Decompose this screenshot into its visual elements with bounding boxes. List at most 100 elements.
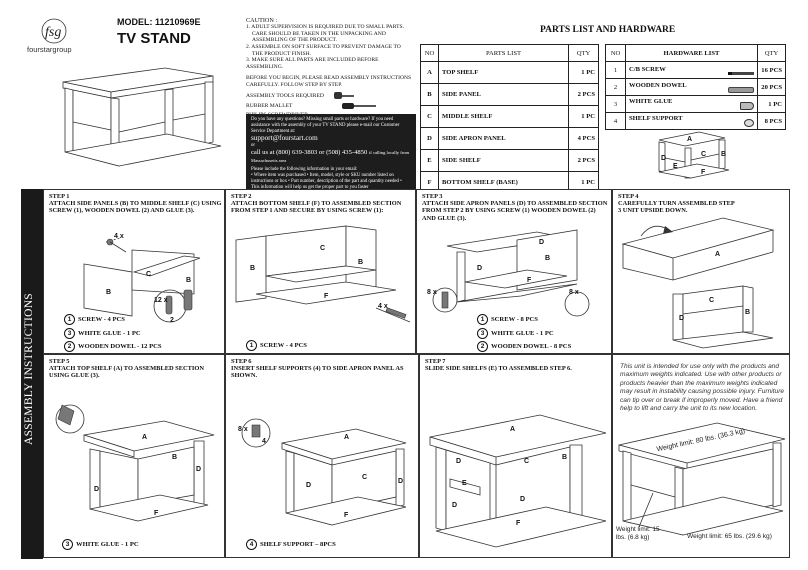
- svg-text:8 x: 8 x: [238, 426, 248, 433]
- hw-cell: WOODEN DOWEL: [625, 78, 758, 96]
- step-text: CAREFULLY TURN ASSEMBLED STEP 3 UNIT UPS…: [618, 200, 735, 215]
- part-qty: 2 PCS: [568, 83, 599, 106]
- step-title: STEP 3: [422, 193, 443, 200]
- svg-text:C: C: [362, 474, 367, 481]
- screw-icon: [728, 71, 754, 75]
- svg-text:D: D: [306, 482, 311, 489]
- legend-text: WOODEN DOWEL - 12 PCS: [78, 343, 162, 350]
- weight-limit-diagram: [618, 422, 786, 536]
- caution-line: 2. ASSEMBLE ON SOFT SURFACE TO PREVENT D…: [246, 43, 401, 50]
- hw-name: C/B SCREW: [629, 65, 666, 73]
- step-title: STEP 2: [231, 193, 252, 200]
- step-title: STEP 6: [231, 358, 252, 365]
- svg-text:8 x: 8 x: [569, 289, 579, 296]
- svg-text:F: F: [527, 277, 532, 284]
- part-qty: 2 PCS: [568, 149, 599, 172]
- svg-text:E: E: [673, 163, 678, 170]
- parts-title: PARTS LIST AND HARDWARE: [540, 25, 676, 35]
- legend-text: WOODEN DOWEL - 8 PCS: [491, 343, 572, 350]
- mallet-icon: [334, 92, 354, 99]
- svg-text:D: D: [456, 458, 461, 465]
- hw-name: SHELF SUPPORT: [629, 115, 683, 122]
- step-5-diagram: AD BD F: [55, 404, 215, 522]
- legend-text: SCREW - 8 PCS: [491, 316, 538, 323]
- svg-text:C: C: [701, 151, 706, 158]
- support-number: 4: [246, 539, 257, 550]
- customer-service-box: Do you have any questions? Missing small…: [246, 114, 416, 191]
- column-header: NO: [605, 44, 626, 62]
- part-qty: 1 PC: [568, 61, 599, 84]
- before-you-begin: BEFORE YOU BEGIN, PLEASE READ ASSEMBLY I…: [246, 75, 412, 88]
- svg-text:4: 4: [262, 438, 266, 445]
- hw-no: 3: [605, 95, 626, 113]
- step-title: STEP 1: [49, 193, 70, 200]
- screw-number: 1: [246, 340, 257, 351]
- glue-number: 3: [62, 539, 73, 550]
- support-phone[interactable]: call us at (800) 639-3803 or (508) 435-4…: [251, 149, 368, 157]
- column-header: HARDWARE LIST: [625, 44, 758, 62]
- dowel-number: 2: [477, 341, 488, 352]
- legend-text: SCREW - 4 PCS: [260, 342, 307, 349]
- tools-title: ASSEMBLY TOOLS REQUIRED: [246, 92, 324, 99]
- caution-line: 3. MAKE SURE ALL PARTS ARE INCLUDED BEFO…: [246, 57, 379, 70]
- caution-line: CARE SHOULD BE TAKEN IN THE UNPACKING AN…: [252, 30, 386, 37]
- product-name: TV STAND: [117, 30, 191, 47]
- brand-name: fourstargroup: [27, 45, 72, 54]
- svg-text:2: 2: [170, 317, 174, 324]
- hw-cell: C/B SCREW: [625, 61, 758, 79]
- tool-mallet: RUBBER MALLET: [246, 103, 293, 110]
- column-header: PARTS LIST: [438, 44, 569, 62]
- weight-warning-text: This unit is intended for use only with …: [620, 363, 785, 413]
- step-1-diagram: 4 x C B B 12 x 2: [83, 233, 201, 324]
- part-name: MIDDLE SHELF: [438, 105, 569, 128]
- step-text: ATTACH SIDE PANELS (B) TO MIDDLE SHELF (…: [49, 200, 222, 215]
- svg-text:F: F: [701, 169, 706, 176]
- step-7-diagram: AD CB ED DF: [429, 414, 607, 548]
- table-header-row: NO HARDWARE LIST QTY: [605, 44, 786, 62]
- hw-qty: 20 PCS: [757, 78, 786, 96]
- hw-qty: 1 PC: [757, 95, 786, 113]
- legend-text: SHELF SUPPORT – 8PCS: [260, 541, 336, 548]
- svg-text:D: D: [94, 486, 99, 493]
- svg-text:B: B: [721, 151, 726, 158]
- part-no: C: [420, 105, 439, 128]
- column-header: QTY: [568, 44, 599, 62]
- weight-warning-panel: This unit is intended for use only with …: [612, 354, 790, 558]
- screw-number: 1: [477, 314, 488, 325]
- part-name: SIDE SHELF: [438, 149, 569, 172]
- table-header-row: NO PARTS LIST QTY: [420, 44, 599, 62]
- support-email[interactable]: support@fourstart.com: [251, 134, 318, 143]
- part-name: TOP SHELF: [438, 61, 569, 84]
- hw-cell: SHELF SUPPORT: [625, 112, 758, 130]
- step-text: SLIDE SIDE SHELFS (E) TO ASSEMBLED STEP …: [425, 365, 572, 373]
- weight-limit-side: Weight limit: 15 lbs. (6.8 kg): [616, 526, 660, 541]
- svg-text:D: D: [196, 466, 201, 473]
- help-bullets: • Where item was purchased • Item, model…: [251, 172, 402, 190]
- call-note: if calling locally from Massachusetts ar…: [251, 150, 410, 164]
- svg-text:4 x: 4 x: [378, 303, 388, 310]
- dowel-icon: [728, 86, 754, 93]
- brand-logo: fsg: [34, 18, 74, 48]
- svg-text:B: B: [250, 265, 255, 272]
- step-6-diagram: 8 x 4 AD CD F: [238, 418, 407, 526]
- svg-text:F: F: [516, 520, 521, 527]
- svg-text:F: F: [344, 512, 349, 519]
- svg-text:A: A: [715, 251, 720, 258]
- svg-text:B: B: [106, 289, 111, 296]
